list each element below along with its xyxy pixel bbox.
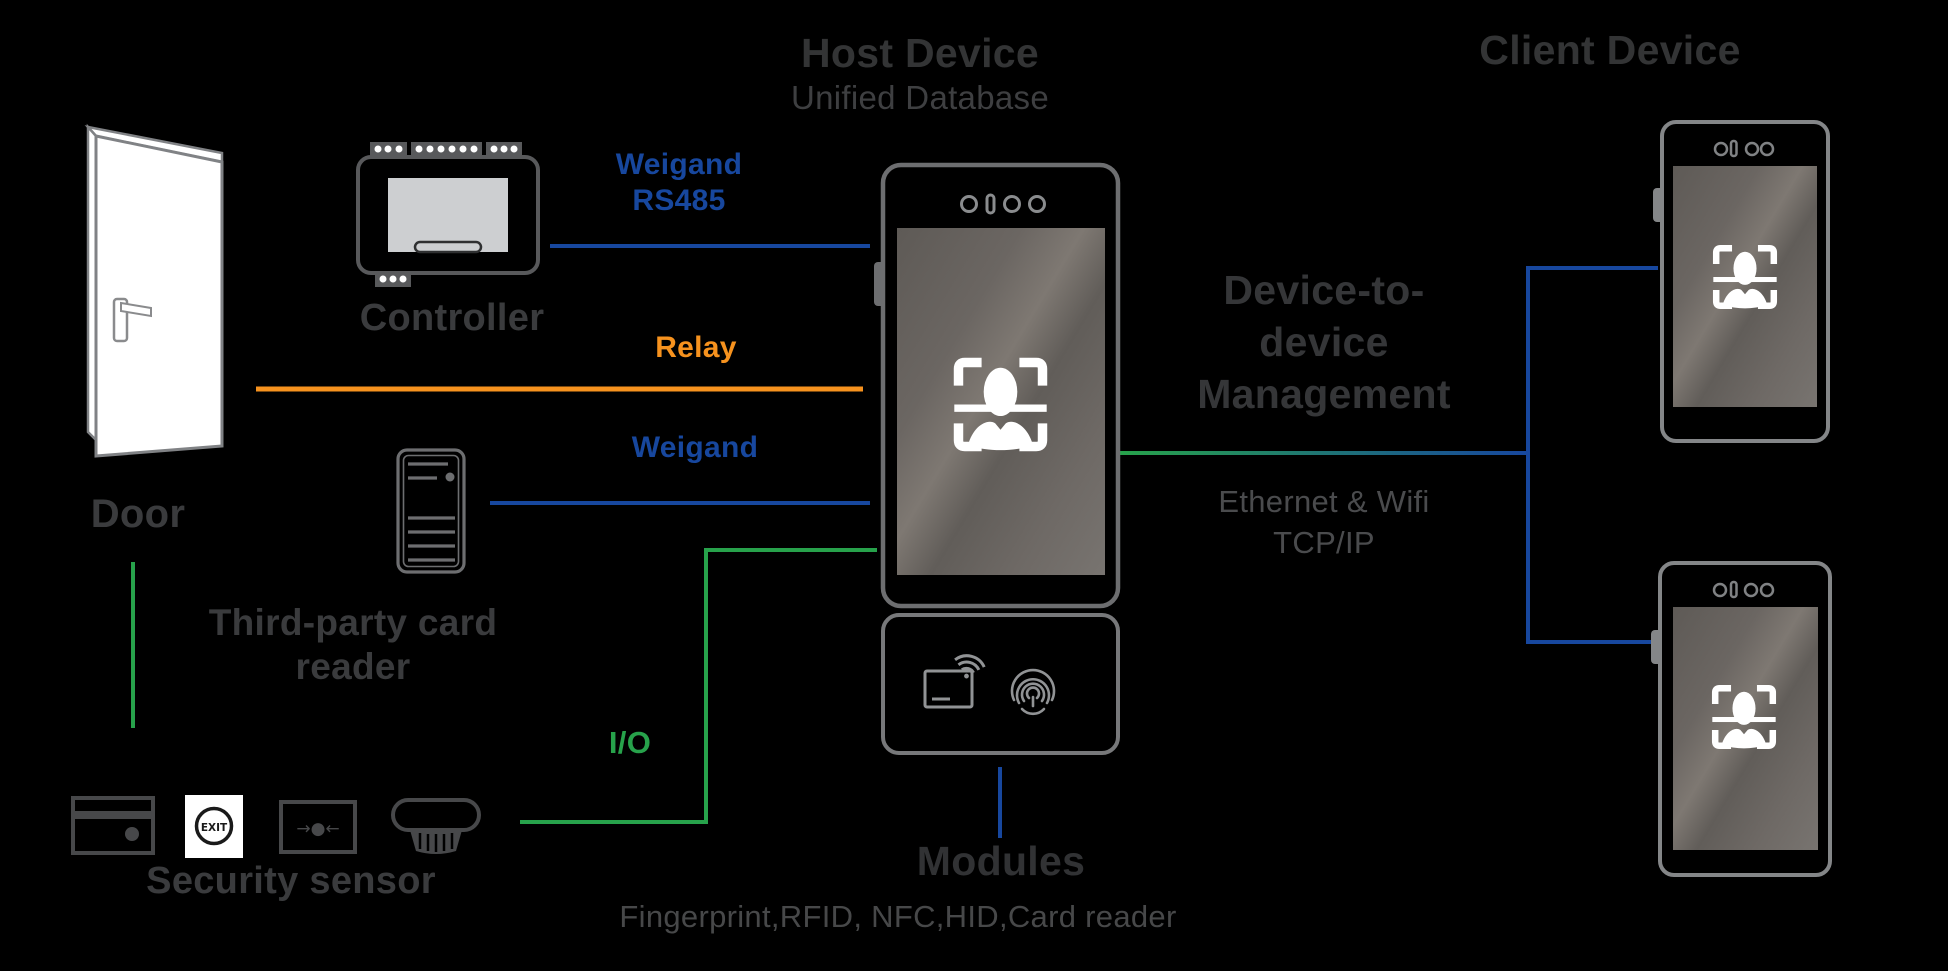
exit-button-icon: EXIT (185, 795, 243, 858)
third-party-reader-label-line1: Third-party card (208, 602, 498, 643)
card-reader-tower-icon (396, 448, 466, 574)
rfid-card-icon (923, 654, 986, 709)
relay-label: Relay (655, 331, 737, 364)
d2d-label-line1: Device-to- (1223, 267, 1425, 313)
weigand-rs485-label-line1: Weigand (615, 148, 743, 181)
magnetic-lock-icon (71, 796, 155, 855)
host-device-title: Host Device (800, 30, 1039, 76)
camera-array-icon (1713, 139, 1775, 158)
modules-box (881, 613, 1120, 755)
third-party-reader-label-line2: reader (295, 646, 411, 687)
terminal-pins (379, 275, 407, 283)
client-device-title: Client Device (1479, 27, 1741, 73)
d2d-label-line2: device (1259, 319, 1389, 365)
camera-array-icon (1712, 580, 1775, 599)
client-trunk-line (1526, 266, 1658, 644)
security-sensor-icons: EXIT →●← (71, 795, 481, 858)
weigand-label: Weigand (631, 431, 759, 464)
controller-screen (388, 178, 508, 252)
modules-box-outline (881, 613, 1120, 755)
modules-sublabel: Fingerprint,RFID, NFC,HID,Card reader (619, 899, 1177, 934)
siren-icon (391, 798, 481, 854)
third-party-reader-label: Third-party card reader (178, 601, 528, 689)
client-device-1 (1653, 120, 1830, 443)
modules-label: Modules (916, 838, 1086, 884)
controller-label: Controller (359, 297, 545, 339)
phone-screen (1673, 166, 1817, 407)
security-sensor-label: Security sensor (146, 860, 436, 902)
weigand-rs485-label-line2: RS485 (632, 184, 726, 217)
ethernet-wifi-label-line2: TCP/IP (1273, 525, 1375, 560)
fingerprint-icon (1010, 668, 1056, 716)
d2d-label-line3: Management (1197, 371, 1451, 417)
host-device-subtitle: Unified Database (791, 79, 1049, 116)
door-handle-lever (120, 301, 152, 318)
weigand-rs485-label: Weigand RS485 (554, 147, 804, 219)
client-device-2 (1651, 561, 1832, 877)
ethernet-wifi-label-line1: Ethernet & Wifi (1218, 484, 1430, 519)
terminal-pins (374, 145, 518, 153)
io-label: I/O (608, 725, 652, 760)
door-icon (84, 123, 224, 458)
door-label: Door (90, 492, 186, 536)
phone-screen (1673, 607, 1818, 850)
controller-icon (356, 142, 540, 287)
ethernet-wifi-label: Ethernet & Wifi TCP/IP (1144, 481, 1504, 563)
camera-array-icon (960, 193, 1046, 215)
io-line (520, 548, 877, 824)
controller-notch (413, 240, 483, 254)
door-contact-glyphs: →●← (296, 819, 339, 839)
host-device-phone (874, 162, 1121, 609)
door-contact-icon: →●← (279, 800, 357, 854)
device-to-device-label: Device-to- device Management (1140, 264, 1508, 420)
door-panel (94, 134, 224, 458)
exit-button-text: EXIT (201, 822, 228, 834)
